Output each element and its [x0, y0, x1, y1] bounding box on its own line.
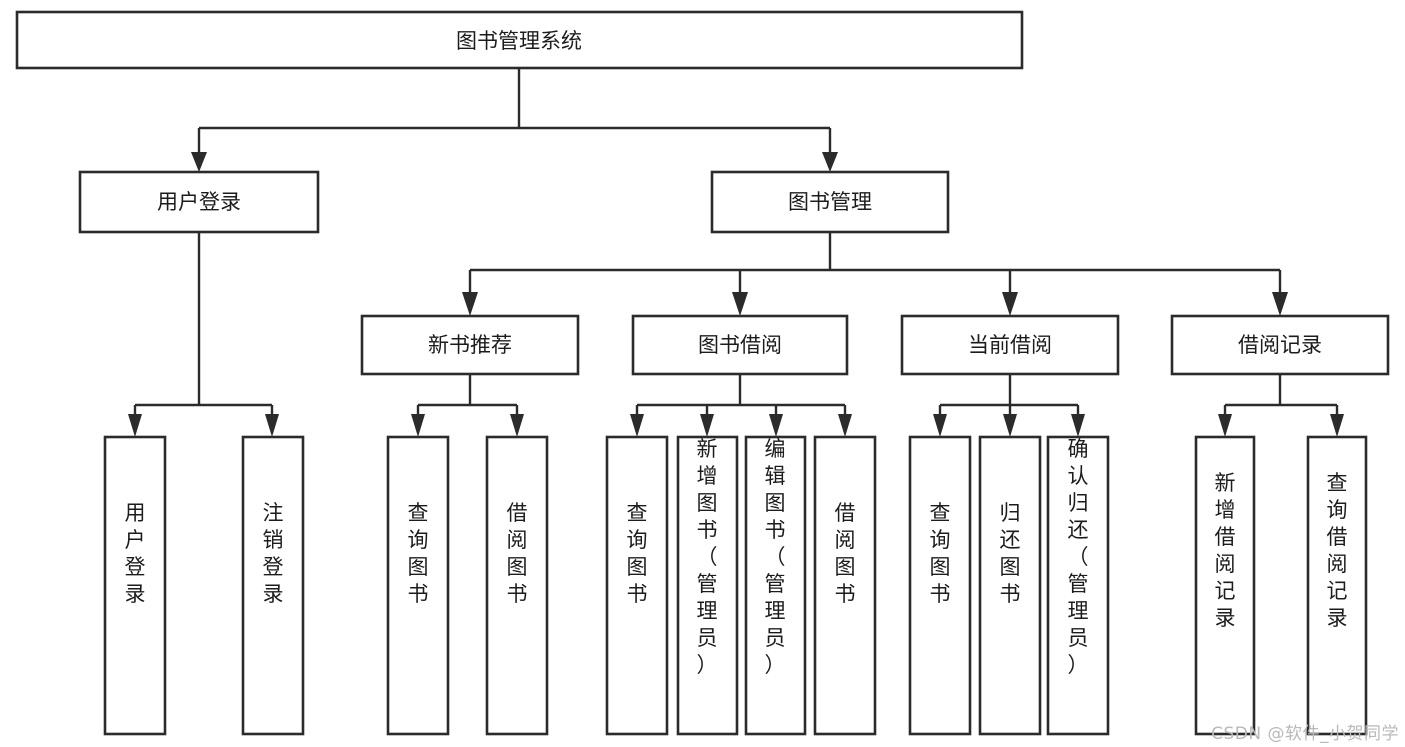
node-user-login[interactable]: 用户登录 [78, 170, 320, 234]
connectors-layer [128, 68, 1344, 437]
node-leaf-return-book[interactable]: 归还图书 [978, 435, 1042, 736]
arrow-head-leaf-return-book [1003, 414, 1017, 437]
node-borrow-record-box[interactable] [1170, 314, 1390, 376]
node-leaf-query-book-borrow-label: 查询图书 [627, 501, 648, 606]
arrow-head-leaf-edit-book [769, 414, 783, 437]
arrow-head-leaf-query-book-borrow [630, 414, 644, 437]
node-current-borrow-box[interactable] [900, 314, 1120, 376]
node-book-borrow-box[interactable] [631, 314, 849, 376]
node-leaf-borrow-book-label: 借阅图书 [835, 501, 856, 606]
node-leaf-return-book-label: 归还图书 [1000, 501, 1021, 606]
node-current-borrow-label: 当前借阅 [968, 333, 1052, 357]
arrow-head-book-management [822, 152, 838, 172]
arrow-head-borrow-record [1272, 292, 1288, 316]
node-leaf-query-book-borrow[interactable]: 查询图书 [605, 435, 669, 736]
node-book-management-label: 图书管理 [788, 190, 872, 214]
node-leaf-borrow-book-new[interactable]: 借阅图书 [485, 435, 549, 736]
node-leaf-logout-label: 注销登录 [263, 501, 284, 606]
node-book-management-box[interactable] [710, 170, 950, 234]
node-leaf-add-book-box[interactable] [676, 435, 739, 736]
arrow-head-leaf-add-record [1218, 414, 1232, 437]
csdn-watermark: CSDN @软件_小贺同学 [1211, 724, 1399, 744]
node-book-borrow-label: 图书借阅 [698, 333, 782, 357]
node-book-borrow[interactable]: 图书借阅 [631, 314, 849, 376]
node-user-login-box[interactable] [78, 170, 320, 234]
arrow-head-leaf-user-login [128, 414, 142, 437]
node-leaf-confirm-return-label: 确认归还（管理员） [1068, 437, 1089, 677]
node-new-book-recommend-label: 新书推荐 [428, 333, 512, 357]
node-book-management[interactable]: 图书管理 [710, 170, 950, 234]
node-leaf-add-record[interactable]: 新增借阅记录 [1194, 435, 1256, 736]
node-leaf-borrow-book-new-box[interactable] [485, 435, 549, 736]
node-leaf-query-book-new-label: 查询图书 [408, 501, 429, 606]
node-leaf-query-book-new[interactable]: 查询图书 [386, 435, 450, 736]
node-leaf-query-book-current[interactable]: 查询图书 [908, 435, 972, 736]
arrow-head-leaf-query-book-current [933, 414, 947, 437]
node-leaf-borrow-book-box[interactable] [813, 435, 877, 736]
node-root[interactable]: 图书管理系统 [15, 10, 1024, 70]
node-root-label: 图书管理系统 [456, 29, 582, 53]
arrow-head-leaf-query-record [1330, 414, 1344, 437]
node-leaf-add-record-label: 新增借阅记录 [1215, 471, 1236, 630]
node-leaf-edit-book[interactable]: 编辑图书（管理员） [744, 435, 807, 736]
arrow-head-leaf-confirm-return [1071, 414, 1085, 437]
node-user-login-label: 用户登录 [157, 190, 241, 214]
node-current-borrow[interactable]: 当前借阅 [900, 314, 1120, 376]
arrow-head-leaf-query-book-new [411, 414, 425, 437]
node-leaf-logout-box[interactable] [241, 435, 305, 736]
node-leaf-return-book-box[interactable] [978, 435, 1042, 736]
node-leaf-user-login-label: 用户登录 [125, 501, 146, 606]
node-leaf-query-record[interactable]: 查询借阅记录 [1306, 435, 1368, 736]
node-leaf-query-book-borrow-box[interactable] [605, 435, 669, 736]
node-leaf-edit-book-label: 编辑图书（管理员） [765, 437, 786, 677]
node-leaf-add-book[interactable]: 新增图书（管理员） [676, 435, 739, 736]
arrow-head-user-login [191, 152, 207, 172]
arrow-head-new-book-recommend [462, 292, 478, 316]
node-borrow-record[interactable]: 借阅记录 [1170, 314, 1390, 376]
arrow-head-leaf-borrow-book [838, 414, 852, 437]
arrow-head-current-borrow [1002, 292, 1018, 316]
arrow-head-leaf-borrow-book-new [510, 414, 524, 437]
arrow-head-book-borrow [732, 292, 748, 316]
node-new-book-recommend-box[interactable] [360, 314, 580, 376]
node-leaf-query-book-new-box[interactable] [386, 435, 450, 736]
node-leaf-logout[interactable]: 注销登录 [241, 435, 305, 736]
node-leaf-query-book-current-box[interactable] [908, 435, 972, 736]
node-leaf-borrow-book-new-label: 借阅图书 [507, 501, 528, 606]
node-root-box[interactable] [15, 10, 1024, 70]
node-leaf-user-login-box[interactable] [103, 435, 167, 736]
node-leaf-add-book-label: 新增图书（管理员） [697, 437, 718, 677]
node-borrow-record-label: 借阅记录 [1238, 333, 1322, 357]
arrow-head-leaf-logout [265, 414, 279, 437]
node-leaf-edit-book-box[interactable] [744, 435, 807, 736]
arrow-head-leaf-add-book [700, 414, 714, 437]
node-leaf-query-book-current-label: 查询图书 [930, 501, 951, 606]
node-leaf-confirm-return-box[interactable] [1046, 435, 1110, 736]
node-leaf-query-record-label: 查询借阅记录 [1327, 471, 1348, 630]
nodes-layer: 图书管理系统 用户登录 图书管理 新书推荐 图书借阅 [15, 10, 1390, 736]
node-leaf-add-record-box[interactable] [1194, 435, 1256, 736]
node-leaf-borrow-book[interactable]: 借阅图书 [813, 435, 877, 736]
node-leaf-query-record-box[interactable] [1306, 435, 1368, 736]
node-new-book-recommend[interactable]: 新书推荐 [360, 314, 580, 376]
node-leaf-user-login[interactable]: 用户登录 [103, 435, 167, 736]
node-leaf-confirm-return[interactable]: 确认归还（管理员） [1046, 435, 1110, 736]
